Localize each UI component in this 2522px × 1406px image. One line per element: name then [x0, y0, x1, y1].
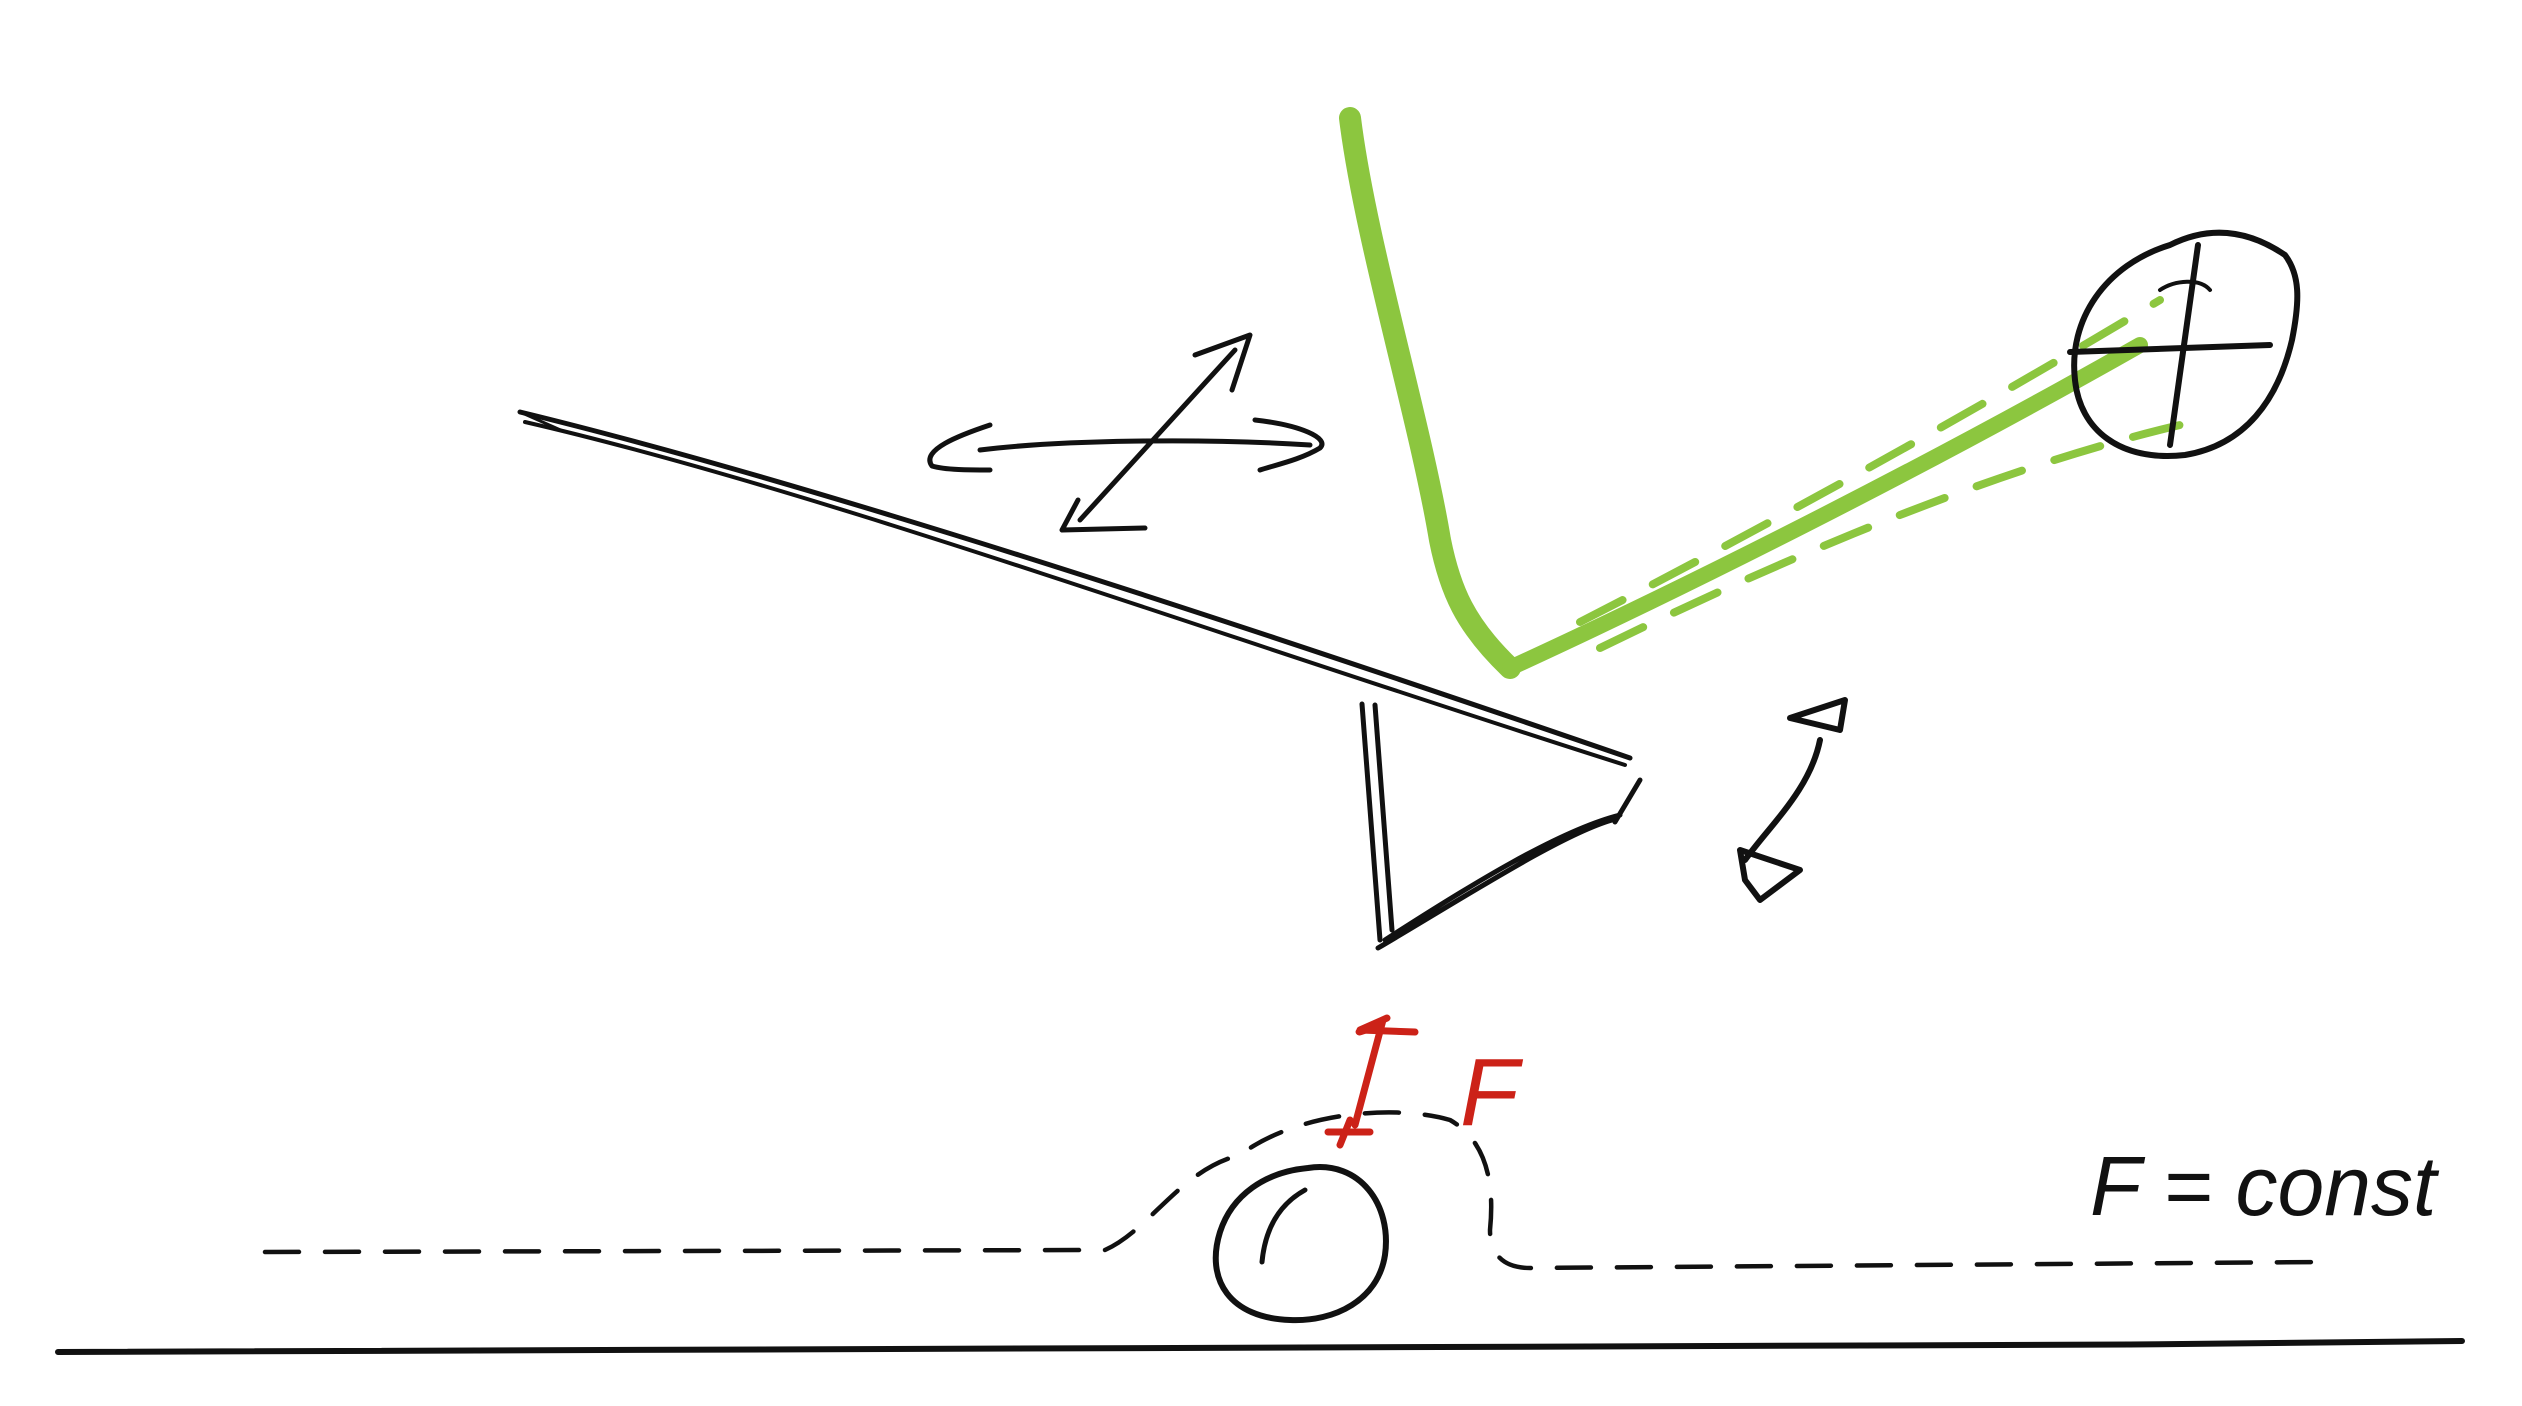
- planar-motion-arrows: [927, 332, 1325, 533]
- force-equation: F = const: [2090, 1139, 2440, 1233]
- contact-force-arrow: [1324, 1014, 1419, 1149]
- wheel: [1212, 1164, 1389, 1324]
- surface-profile-path: [262, 1110, 2323, 1271]
- force-label: F: [1460, 1039, 1524, 1146]
- lever-arm: [517, 409, 1643, 951]
- laser-beam: [1339, 107, 2184, 679]
- sensor-target: [2067, 229, 2301, 459]
- rotation-arrow: [1737, 697, 1848, 903]
- ground-line: [55, 1338, 2465, 1355]
